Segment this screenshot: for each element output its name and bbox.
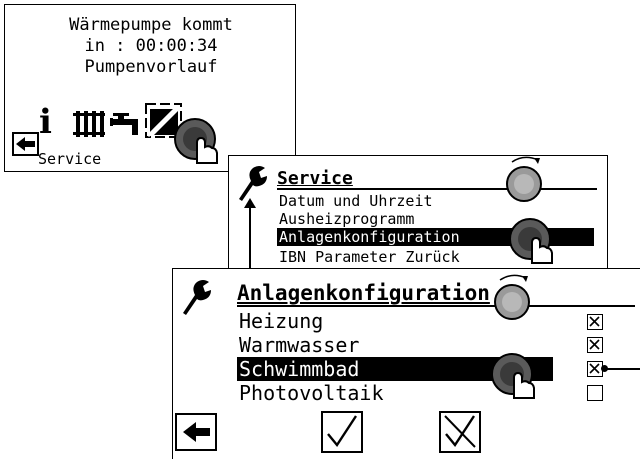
- back-button[interactable]: [12, 132, 39, 156]
- config-item-warmwasser[interactable]: Warmwasser: [239, 333, 360, 357]
- title-divider: [237, 305, 635, 307]
- back-arrow-icon: [16, 137, 35, 151]
- page-title: Anlagenkonfiguration: [237, 281, 490, 305]
- confirm-check-icon: [327, 415, 358, 448]
- turn-knob-icon[interactable]: [486, 272, 542, 324]
- title-divider: [277, 188, 597, 190]
- status-line-2: in : 00:00:34: [84, 36, 218, 56]
- radiator-icon[interactable]: [73, 111, 105, 137]
- info-icon[interactable]: i: [39, 102, 52, 142]
- menu-item-ibn-reset[interactable]: IBN Parameter Zurück: [279, 248, 460, 266]
- back-arrow-icon: [183, 422, 210, 442]
- turn-knob-icon[interactable]: [498, 154, 554, 206]
- press-knob-icon[interactable]: [173, 117, 221, 165]
- status-line-1: Wärmepumpe kommt: [69, 15, 233, 35]
- service-label: Service: [38, 150, 102, 168]
- status-screen: Wärmepumpe kommt in : 00:00:34 Pumpenvor…: [4, 4, 296, 172]
- pointer-dot: [601, 365, 608, 372]
- service-menu-title: Service: [277, 168, 353, 189]
- press-knob-icon[interactable]: [508, 217, 556, 265]
- pointer-line: [604, 368, 640, 370]
- back-button[interactable]: [175, 413, 217, 451]
- cancel-button[interactable]: [439, 411, 481, 453]
- wrench-icon: [183, 280, 211, 315]
- config-item-photovoltaik[interactable]: Photovoltaik: [239, 381, 384, 405]
- press-knob-icon[interactable]: [490, 352, 538, 400]
- wrench-icon: [239, 166, 267, 201]
- checkbox-warmwasser[interactable]: [587, 337, 603, 353]
- config-item-heizung[interactable]: Heizung: [239, 309, 324, 333]
- confirm-button[interactable]: [321, 411, 363, 453]
- anlagenkonfiguration-screen: Anlagenkonfiguration Heizung Warmwasser …: [172, 268, 640, 459]
- menu-item-datum[interactable]: Datum und Uhrzeit: [279, 192, 433, 210]
- checkbox-photovoltaik[interactable]: [587, 385, 603, 401]
- menu-item-ausheiz[interactable]: Ausheizprogramm: [279, 210, 415, 228]
- checkbox-heizung[interactable]: [587, 314, 603, 330]
- cancel-check-icon: [444, 415, 476, 448]
- status-line-3: Pumpenvorlauf: [84, 57, 218, 77]
- cooling-icon[interactable]: [145, 103, 183, 139]
- tap-icon[interactable]: [110, 113, 142, 137]
